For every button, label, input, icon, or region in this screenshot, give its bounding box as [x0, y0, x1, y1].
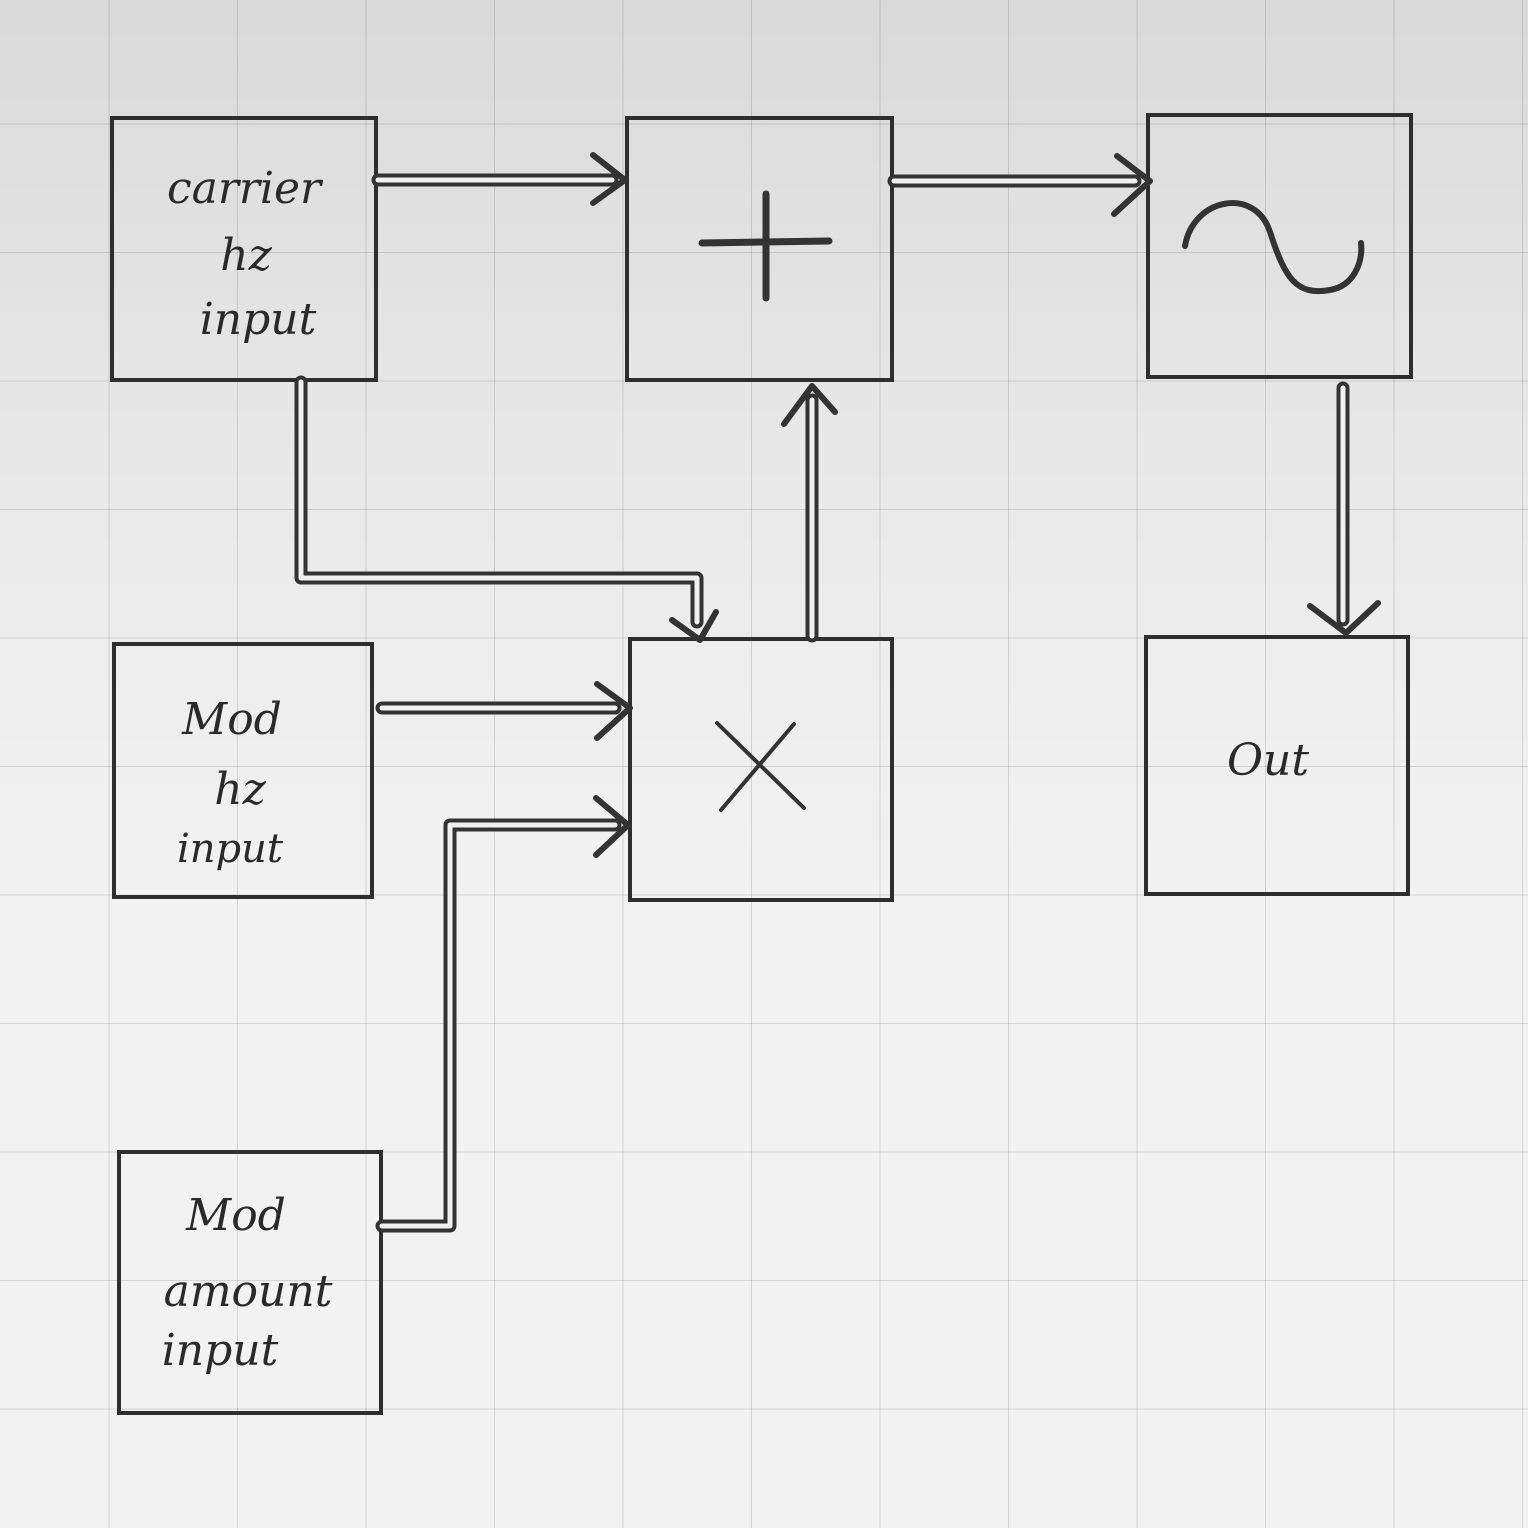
mod-amount-box	[117, 1150, 383, 1415]
mod-amount-label-line-1: Mod	[185, 1190, 286, 1241]
mod-hz-box	[112, 642, 374, 899]
arrow-carrier-to-adder	[371, 152, 628, 206]
oscillator-box	[1146, 113, 1413, 379]
block-mod-hz-input: Mod hz input	[112, 642, 374, 899]
carrier-label-line-1: carrier	[167, 163, 324, 214]
carrier-box	[110, 116, 378, 382]
mod-hz-label-line-2: hz	[214, 764, 266, 815]
block-carrier-hz-input: carrier hz input	[110, 116, 378, 382]
mod-hz-label-line-3: input	[177, 826, 284, 872]
out-label: Out	[1227, 735, 1309, 786]
mod-amount-label-line-2: amount	[164, 1266, 333, 1317]
arrow-oscillator-to-out	[1307, 381, 1381, 636]
adder-box	[625, 116, 894, 382]
block-sine-oscillator	[1146, 113, 1413, 379]
carrier-label-line-2: hz	[220, 230, 272, 281]
arrow-mod-hz-to-multiplier	[375, 681, 633, 741]
block-mod-amount-input: Mod amount input	[117, 1150, 383, 1415]
arrow-carrier-to-multiplier	[294, 375, 719, 643]
arrow-mod-amount-to-multiplier	[375, 795, 631, 1233]
multiply-icon	[715, 721, 806, 812]
block-out: Out	[1144, 635, 1410, 896]
multiplier-box	[628, 637, 894, 902]
carrier-label-line-3: input	[200, 294, 317, 345]
plus-icon	[698, 190, 833, 302]
arrow-adder-to-oscillator	[887, 153, 1153, 217]
mod-hz-label-line-1: Mod	[181, 694, 282, 745]
arrow-multiplier-to-adder	[781, 383, 838, 643]
out-box	[1144, 635, 1410, 896]
sine-wave-icon	[1182, 200, 1365, 295]
block-adder	[625, 116, 894, 382]
block-multiplier	[628, 637, 894, 902]
mod-amount-label-line-3: input	[162, 1325, 279, 1376]
